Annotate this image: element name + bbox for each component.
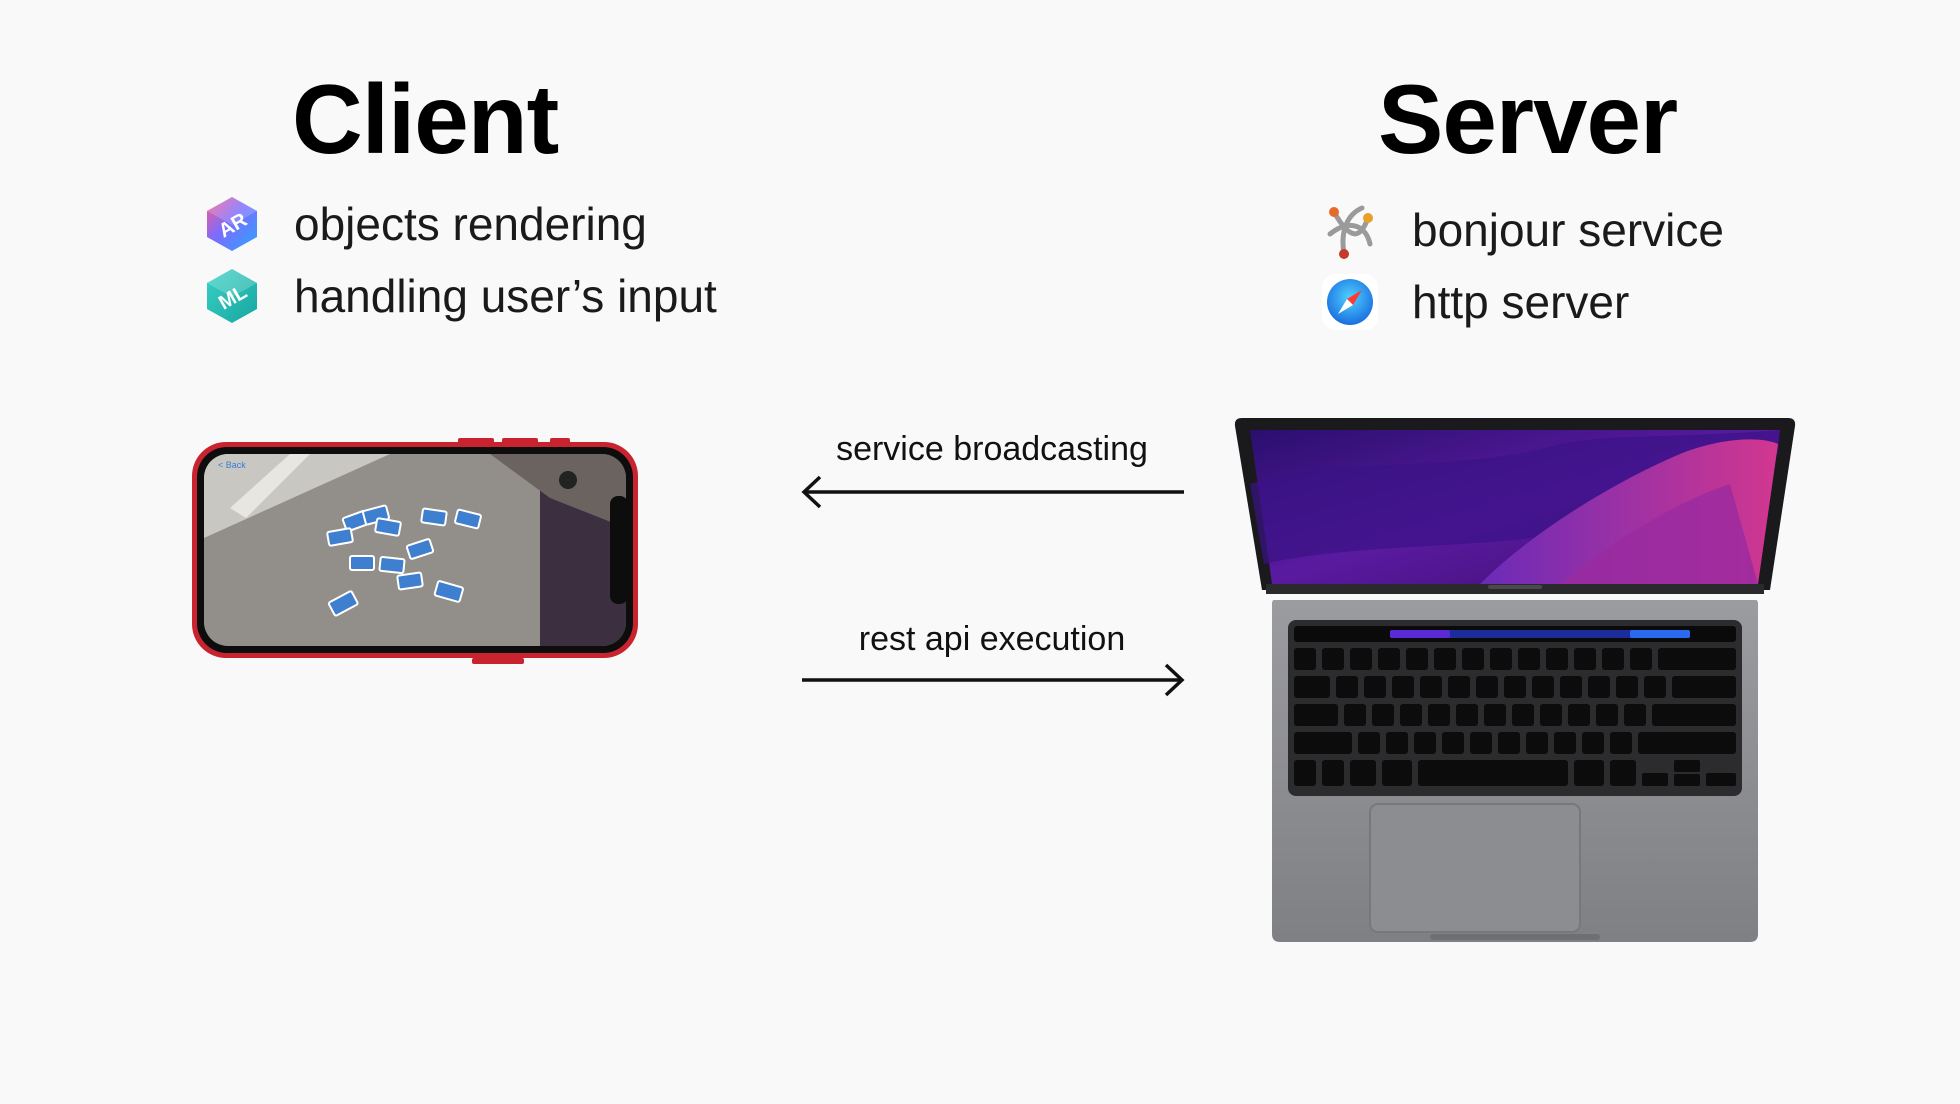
arkit-icon: AR — [202, 194, 262, 254]
trackpad[interactable] — [1370, 804, 1580, 932]
ar-camera-view: < Back — [204, 454, 626, 646]
safari-icon — [1320, 272, 1380, 332]
back-button[interactable]: < Back — [218, 460, 246, 470]
feature-label: objects rendering — [294, 197, 647, 251]
phone-notch — [610, 496, 628, 604]
server-feature-bonjour: bonjour service — [1320, 198, 1724, 262]
bonjour-icon — [1320, 200, 1380, 260]
laptop-logo — [1488, 585, 1542, 589]
server-heading: Server — [1378, 70, 1677, 168]
broadcast-label: service broadcasting — [782, 430, 1202, 469]
feature-label: bonjour service — [1412, 203, 1724, 257]
feature-label: http server — [1412, 275, 1629, 329]
rest-api-arrow — [796, 660, 1190, 700]
client-heading: Client — [292, 70, 558, 168]
server-feature-http: http server — [1320, 270, 1629, 334]
iphone-device: < Back — [190, 438, 640, 664]
rest-api-label: rest api execution — [782, 620, 1202, 659]
laptop-screen — [1250, 430, 1780, 584]
client-feature-rendering: AR objects rendering — [202, 192, 647, 256]
broadcast-arrow — [796, 472, 1190, 512]
feature-label: handling user’s input — [294, 269, 717, 323]
coreml-icon: ML — [202, 266, 262, 326]
client-feature-input: ML handling user’s input — [202, 264, 717, 328]
macbook-device — [1230, 414, 1800, 948]
